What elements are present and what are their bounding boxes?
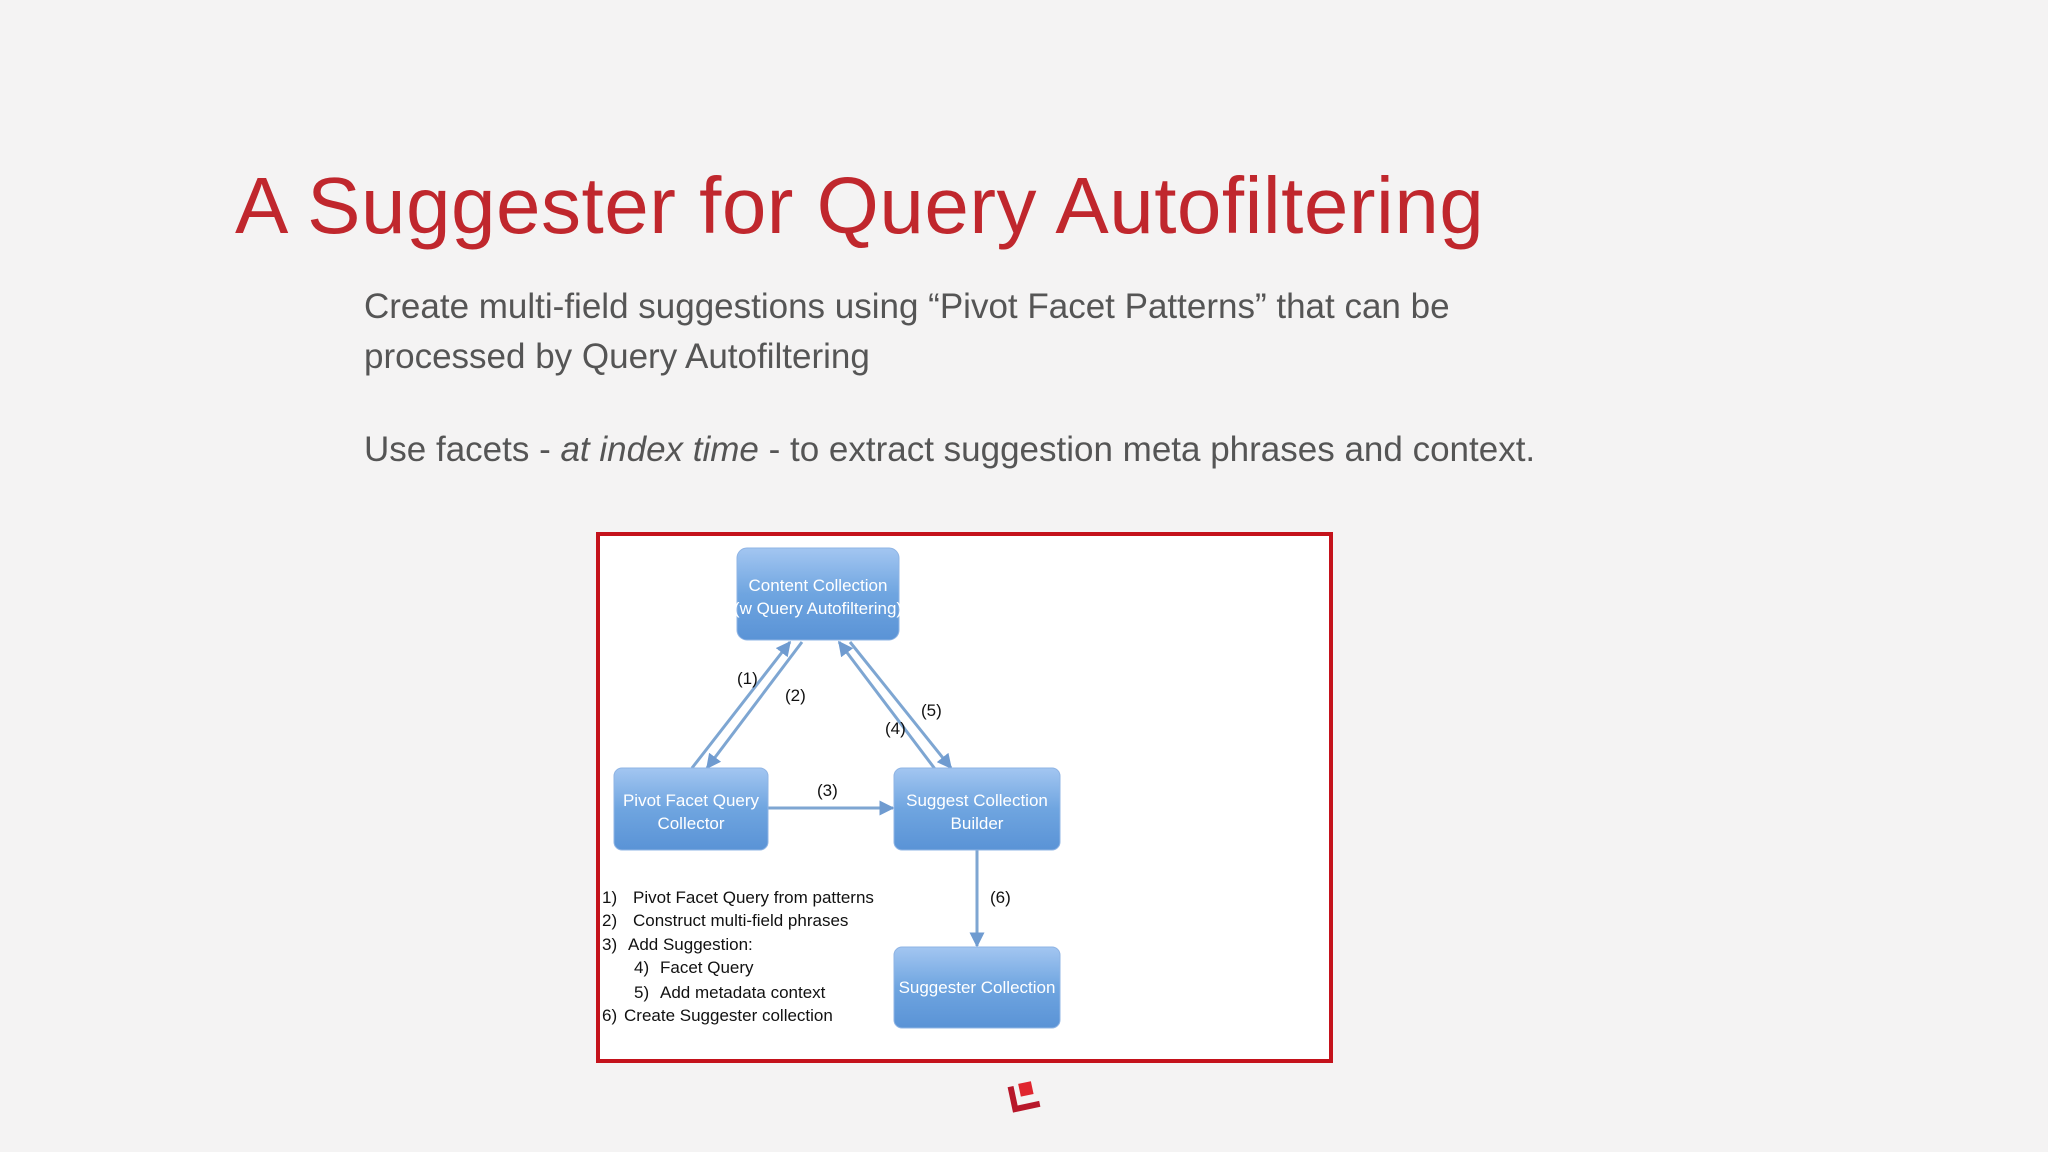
legend-text: Pivot Facet Query from patterns <box>633 888 874 907</box>
text: Use facets - <box>364 430 561 469</box>
legend-text: Create Suggester collection <box>624 1006 833 1025</box>
paragraph-multi-field: Create multi-field suggestions using “Pi… <box>364 287 1450 376</box>
slide-title: A Suggester for Query Autofiltering <box>235 161 1485 250</box>
legend-text: Add Suggestion: <box>628 935 753 954</box>
legend-text: Add metadata context <box>660 983 826 1002</box>
node-content-collection: Content Collection (w Query Autofilterin… <box>734 547 902 641</box>
italic-text: at index time <box>560 430 759 469</box>
edge-label-6: (6) <box>990 888 1011 907</box>
edge-label-5: (5) <box>921 701 942 720</box>
arrow-2 <box>705 641 804 770</box>
legend-num: 1) <box>602 888 617 907</box>
arrow-5 <box>848 641 953 770</box>
node-label: Pivot Facet Query <box>623 791 760 810</box>
edge-label-3: (3) <box>817 781 838 800</box>
node-pivot-facet-query-collector: Pivot Facet Query Collector <box>613 767 769 851</box>
node-label: Collector <box>657 814 724 833</box>
node-label: Content Collection <box>749 576 888 595</box>
legend-num: 6) <box>602 1006 617 1025</box>
arrow-4 <box>837 640 937 770</box>
arrow-1 <box>690 640 792 769</box>
legend-text: Construct multi-field phrases <box>633 911 848 930</box>
logo-icon <box>1007 1081 1041 1113</box>
edge-label-1: (1) <box>737 669 758 688</box>
legend-num: 2) <box>602 911 617 930</box>
legend-text: Facet Query <box>660 958 754 977</box>
legend-num: 3) <box>602 935 617 954</box>
edge-label-2: (2) <box>785 686 806 705</box>
legend: 1) Pivot Facet Query from patterns 2) Co… <box>602 888 874 1025</box>
legend-num: 5) <box>634 983 649 1002</box>
edge-label-4: (4) <box>885 719 906 738</box>
text: - to extract suggestion meta phrases and… <box>758 430 1536 469</box>
node-suggest-collection-builder: Suggest Collection Builder <box>893 767 1061 851</box>
paragraph-index-time: Use facets - at index time - to extract … <box>364 425 1564 475</box>
architecture-diagram: Content Collection (w Query Autofilterin… <box>596 532 1333 1063</box>
node-label: Suggest Collection <box>906 791 1048 810</box>
node-label: (w Query Autofiltering) <box>734 599 902 618</box>
node-label: Builder <box>951 814 1004 833</box>
legend-num: 4) <box>634 958 649 977</box>
node-suggester-collection: Suggester Collection <box>893 946 1061 1029</box>
node-label: Suggester Collection <box>899 978 1056 997</box>
